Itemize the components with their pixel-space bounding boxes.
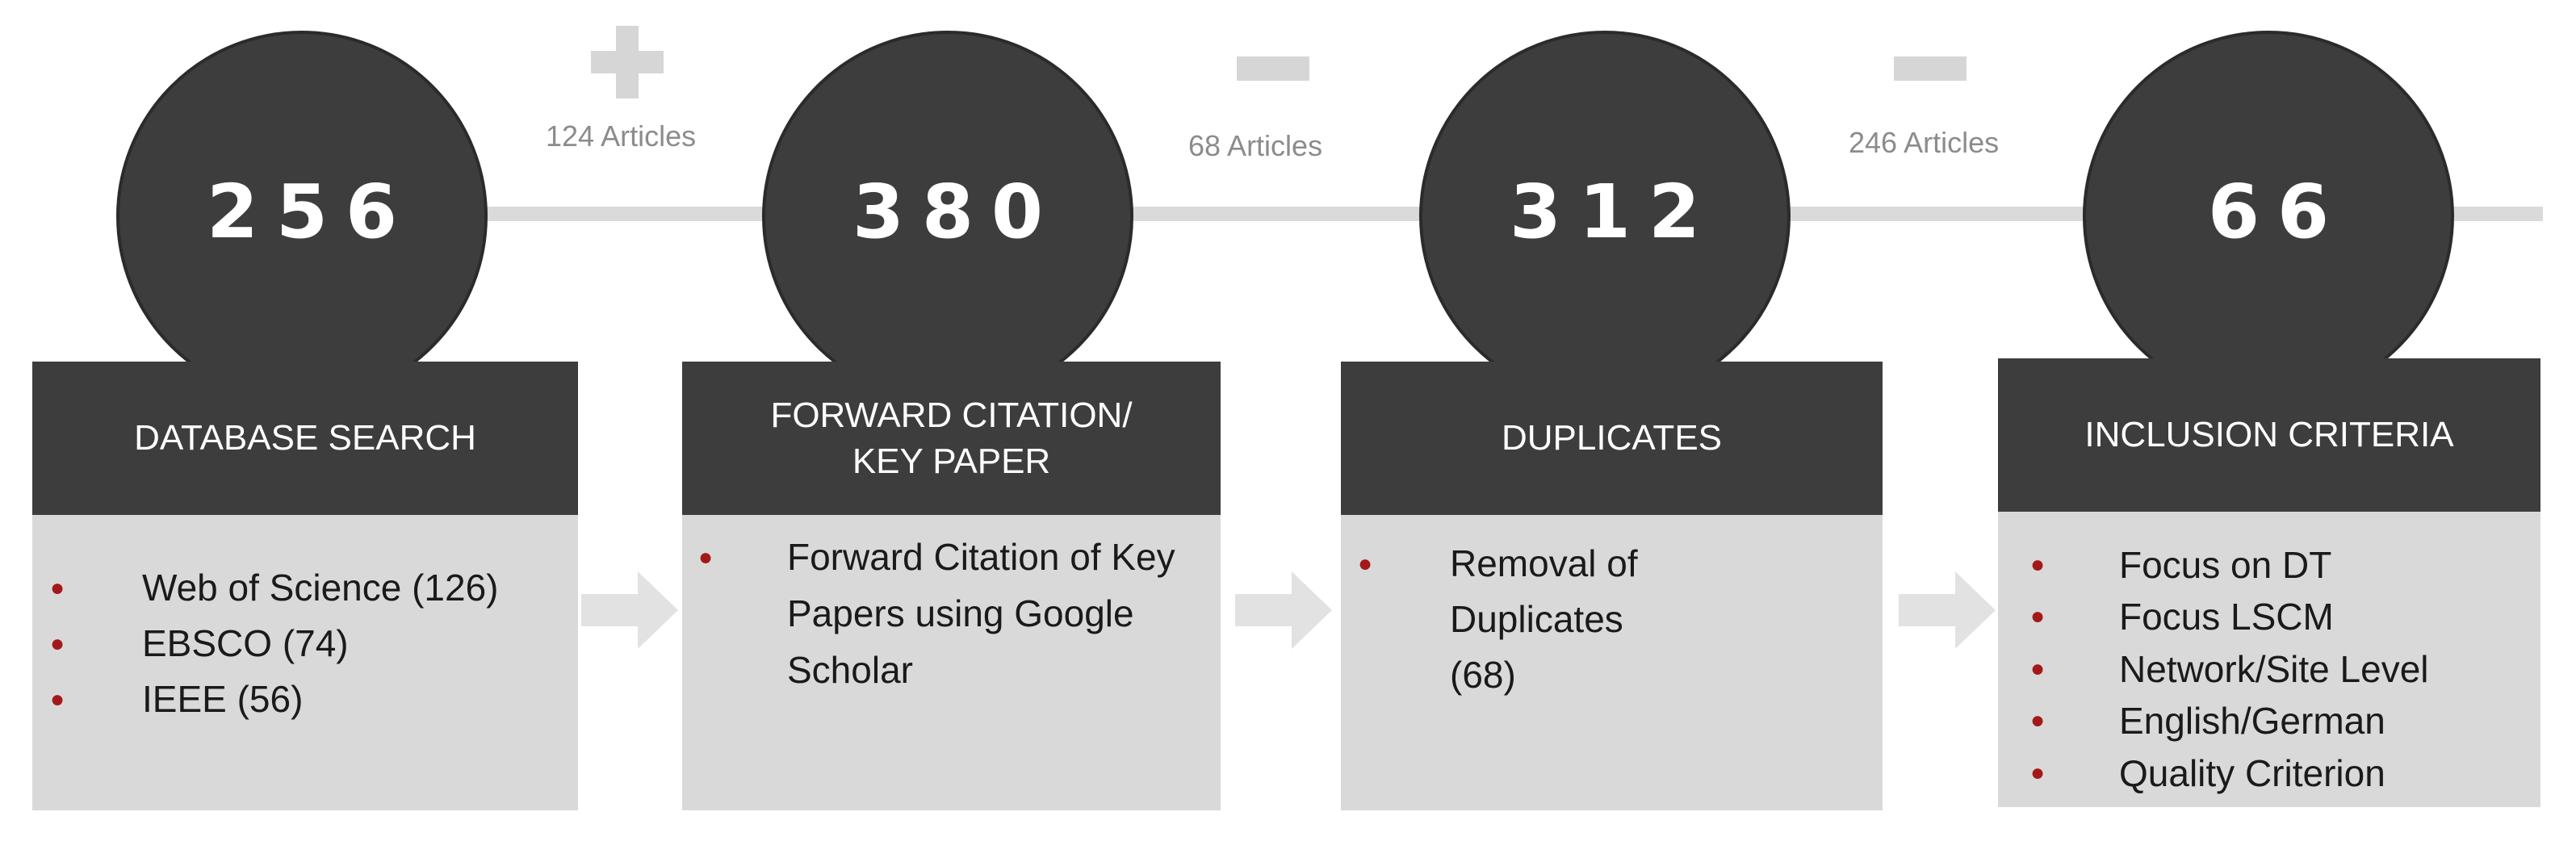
- bullet-icon: ●: [1358, 550, 1373, 577]
- stage-details: ●Web of Science (126) ●EBSCO (74) ●IEEE …: [32, 515, 578, 810]
- list-item: ●Removal of Duplicates (68): [1358, 536, 1689, 703]
- bullet-icon: ●: [2030, 759, 2046, 786]
- minus-icon: [1894, 56, 1967, 81]
- connector-line: [1122, 207, 1429, 221]
- connector-line: [1784, 207, 2091, 221]
- arrow-right-icon: [1235, 571, 1332, 649]
- stage-header: DATABASE SEARCH: [32, 362, 578, 515]
- transition-label: 124 Articles: [546, 119, 697, 153]
- bullet-icon: ●: [50, 630, 65, 657]
- bullet-icon: ●: [698, 544, 714, 571]
- transition-label: 68 Articles: [1188, 129, 1323, 162]
- list-item: ●Web of Science (126): [50, 560, 570, 616]
- plus-icon: [591, 26, 664, 98]
- stage-header: DUPLICATES: [1341, 362, 1883, 515]
- list-item: ●Network/Site Level: [2030, 643, 2532, 695]
- list-item: ●English/German: [2030, 695, 2532, 747]
- arrow-right-icon: [581, 571, 678, 649]
- stage-count-circle: 66: [2083, 31, 2454, 402]
- stage-details: ●Forward Citation of Key Papers using Go…: [682, 515, 1221, 810]
- list-item: ●EBSCO (74): [50, 616, 570, 672]
- stage-count: 380: [852, 168, 1062, 255]
- connector-line: [476, 207, 775, 221]
- stage-header: FORWARD CITATION/ KEY PAPER: [682, 362, 1221, 515]
- stage-count-circle: 312: [1419, 31, 1791, 402]
- stage-count: 312: [1509, 168, 1719, 255]
- minus-icon: [1237, 56, 1309, 81]
- list-item: ●Quality Criterion: [2030, 747, 2532, 799]
- stage-header: INCLUSION CRITERIA: [1998, 358, 2540, 512]
- stage-count: 66: [2207, 168, 2348, 255]
- stage-count-circle: 380: [762, 31, 1133, 402]
- list-item: ●IEEE (56): [50, 672, 570, 727]
- bullet-icon: ●: [2030, 603, 2046, 630]
- bullet-icon: ●: [50, 575, 65, 601]
- list-item: ●Focus LSCM: [2030, 591, 2532, 642]
- stage-count-circle: 256: [116, 31, 488, 402]
- arrow-right-icon: [1899, 571, 1996, 649]
- bullet-icon: ●: [2030, 551, 2046, 578]
- stage-count: 256: [206, 168, 416, 255]
- bullet-icon: ●: [2030, 655, 2046, 682]
- stage-details: ●Removal of Duplicates (68): [1341, 515, 1883, 810]
- bullet-icon: ●: [50, 686, 65, 713]
- list-item: ●Focus on DT: [2030, 539, 2532, 591]
- bullet-icon: ●: [2030, 707, 2046, 734]
- stage-details: ●Focus on DT ●Focus LSCM ●Network/Site L…: [1998, 512, 2540, 807]
- connector-line: [2454, 207, 2543, 221]
- transition-label: 246 Articles: [1849, 126, 2000, 159]
- list-item: ●Forward Citation of Key Papers using Go…: [698, 529, 1204, 699]
